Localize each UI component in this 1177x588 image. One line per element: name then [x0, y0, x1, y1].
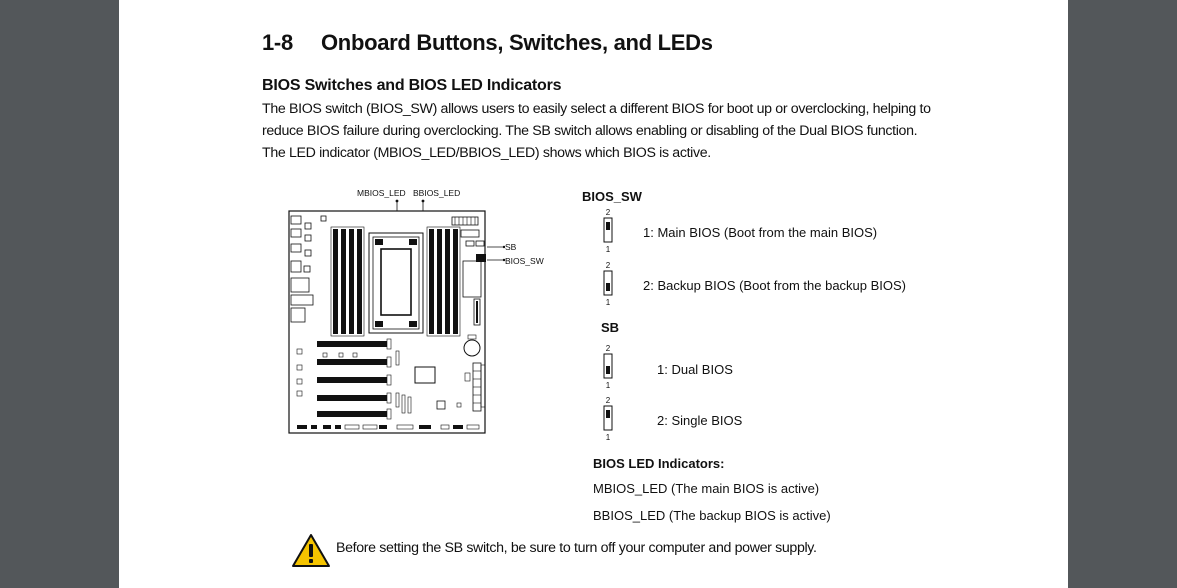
document-page: 1-8 Onboard Buttons, Switches, and LEDs …	[119, 0, 1068, 588]
sb-heading: SB	[601, 320, 620, 335]
warning-text: Before setting the SB switch, be sure to…	[336, 540, 817, 556]
led-item-mbios: MBIOS_LED (The main BIOS is active)	[593, 481, 820, 496]
paragraph-line-3: The LED indicator (MBIOS_LED/BBIOS_LED) …	[262, 145, 711, 161]
paragraph-line-1: The BIOS switch (BIOS_SW) allows users t…	[262, 101, 931, 117]
bios-sw-heading: BIOS_SW	[582, 189, 642, 204]
sb-switch-dual-diagram: 2 1	[603, 344, 613, 390]
svg-text:1: 1	[606, 298, 611, 307]
motherboard-diagram: MBIOS_LED BBIOS_LED SB BIOS_SW	[288, 188, 544, 434]
sb-option-dual: 1: Dual BIOS	[657, 362, 733, 377]
section-title: Onboard Buttons, Switches, and LEDs	[321, 30, 713, 55]
bbios-led-label: BBIOS_LED	[413, 188, 460, 198]
bios-sw-option-backup: 2: Backup BIOS (Boot from the backup BIO…	[643, 278, 907, 293]
description-paragraph: The BIOS switch (BIOS_SW) allows users t…	[262, 98, 931, 164]
svg-text:1: 1	[606, 433, 611, 442]
svg-text:1: 1	[606, 381, 611, 390]
sb-option-single: 2: Single BIOS	[657, 413, 743, 428]
section-number: 1-8	[262, 30, 293, 55]
sb-label: SB	[505, 242, 517, 252]
led-heading: BIOS LED Indicators:	[593, 456, 725, 471]
led-item-bbios: BBIOS_LED (The backup BIOS is active)	[593, 508, 831, 523]
svg-text:2: 2	[606, 208, 611, 217]
svg-text:2: 2	[606, 344, 611, 353]
svg-text:1: 1	[606, 245, 611, 254]
subsection-title: BIOS Switches and BIOS LED Indicators	[262, 77, 562, 94]
bios-sw-label: BIOS_SW	[505, 256, 544, 266]
warning-triangle-icon	[292, 534, 330, 567]
paragraph-line-2: reduce BIOS failure during overclocking.…	[262, 123, 918, 139]
sb-switch-single-diagram: 2 1	[603, 396, 613, 442]
bios-sw-switch-backup-diagram: 2 1	[603, 261, 613, 307]
bios-sw-option-main: 1: Main BIOS (Boot from the main BIOS)	[643, 225, 878, 240]
svg-text:2: 2	[606, 261, 611, 270]
mbios-led-label: MBIOS_LED	[357, 188, 406, 198]
svg-text:2: 2	[606, 396, 611, 405]
bios-sw-switch-main-diagram: 2 1	[603, 208, 613, 254]
